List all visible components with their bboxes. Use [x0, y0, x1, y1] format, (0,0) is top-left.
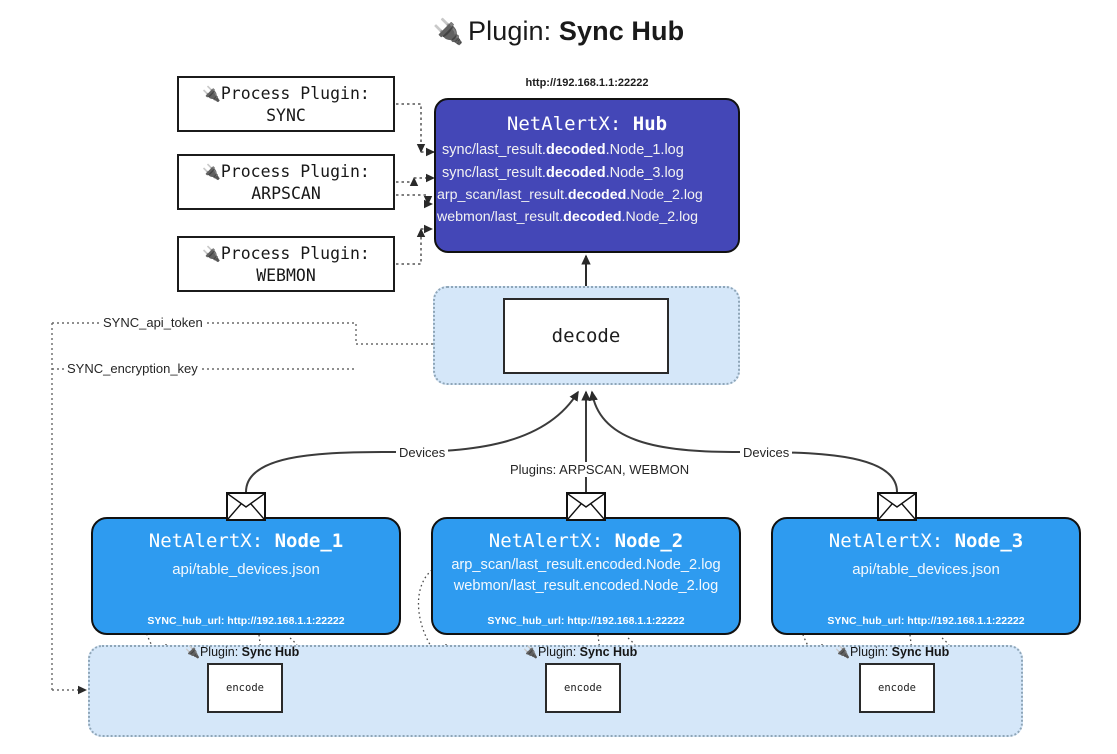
envelope-icon — [877, 492, 917, 521]
node-box-node-3[interactable]: NetAlertX: Node_3 api/table_devices.json… — [771, 517, 1081, 635]
node-title: NetAlertX: Node_1 — [148, 530, 344, 552]
process-plugin-name: ARPSCAN — [251, 184, 321, 204]
envelope-icon — [226, 492, 266, 521]
page-title-prefix: Plugin: — [468, 16, 559, 46]
page-title: 🔌Plugin: Sync Hub — [0, 16, 1117, 47]
process-plugin-name: SYNC — [266, 106, 306, 126]
envelope-icon — [566, 492, 606, 521]
wire-label-sync-api-token: SYNC_api_token — [100, 315, 206, 330]
encode-box-2[interactable]: encode — [545, 663, 621, 713]
hub-title-name: Hub — [632, 113, 668, 135]
connector-label-devices-left: Devices — [396, 445, 449, 460]
plug-icon: 🔌 — [202, 164, 221, 181]
process-plugin-header: 🔌Process Plugin: — [202, 84, 370, 103]
node-box-node-1[interactable]: NetAlertX: Node_1 api/table_devices.json… — [91, 517, 401, 635]
wire-label-sync-encryption-key: SYNC_encryption_key — [64, 361, 201, 376]
connector-label-devices-right: Devices — [740, 445, 793, 460]
plug-icon: 🔌 — [185, 645, 200, 659]
node-log-line: webmon/last_result.encoded.Node_2.log — [453, 578, 719, 594]
process-plugin-box-webmon[interactable]: 🔌Process Plugin: WEBMON — [177, 236, 395, 292]
hub-log-line: sync/last_result.decoded.Node_3.log — [442, 164, 684, 181]
plug-icon: 🔌 — [202, 246, 221, 263]
node-log-line: api/table_devices.json — [852, 561, 1000, 578]
node-log-line: arp_scan/last_result.encoded.Node_2.log — [451, 557, 721, 573]
node-title: NetAlertX: Node_3 — [828, 530, 1024, 552]
page-title-name: Sync Hub — [558, 16, 685, 46]
hub-log-line: webmon/last_result.decoded.Node_2.log — [437, 209, 699, 226]
process-plugin-box-sync[interactable]: 🔌Process Plugin: SYNC — [177, 76, 395, 132]
hub-title-prefix: NetAlertX: — [506, 113, 633, 135]
node-footer: SYNC_hub_url: http://192.168.1.1:22222 — [827, 615, 1025, 627]
encode-box-1[interactable]: encode — [207, 663, 283, 713]
node-footer: SYNC_hub_url: http://192.168.1.1:22222 — [147, 615, 345, 627]
plug-icon: 🔌 — [202, 86, 221, 103]
process-plugin-box-arpscan[interactable]: 🔌Process Plugin: ARPSCAN — [177, 154, 395, 210]
decode-box[interactable]: decode — [503, 298, 669, 374]
process-plugin-header: 🔌Process Plugin: — [202, 162, 370, 181]
process-plugin-header: 🔌Process Plugin: — [202, 244, 370, 263]
process-plugin-name: WEBMON — [256, 266, 316, 286]
plug-icon: 🔌 — [432, 18, 465, 46]
encode-plugin-label-2: 🔌Plugin: Sync Hub — [523, 645, 638, 659]
hub-log-line: sync/last_result.decoded.Node_1.log — [442, 142, 684, 158]
node-title: NetAlertX: Node_2 — [488, 530, 684, 552]
connector-label-plugins: Plugins: ARPSCAN, WEBMON — [507, 462, 693, 477]
hub-log-line: arp_scan/last_result.decoded.Node_2.log — [437, 187, 703, 203]
envelope-glyph — [878, 493, 916, 520]
node-box-node-2[interactable]: NetAlertX: Node_2 arp_scan/last_result.e… — [431, 517, 741, 635]
plug-icon: 🔌 — [523, 645, 538, 659]
encode-plugin-label-3: 🔌Plugin: Sync Hub — [835, 645, 950, 659]
envelope-glyph — [567, 493, 605, 520]
node-log-line: api/table_devices.json — [172, 561, 320, 578]
node-footer: SYNC_hub_url: http://192.168.1.1:22222 — [487, 615, 685, 627]
encode-box-3[interactable]: encode — [859, 663, 935, 713]
envelope-glyph — [227, 493, 265, 520]
hub-title: NetAlertX: Hub — [436, 113, 738, 135]
plug-icon: 🔌 — [835, 645, 850, 659]
encode-plugin-label-1: 🔌Plugin: Sync Hub — [185, 645, 300, 659]
hub-url-label: http://192.168.1.1:22222 — [525, 77, 649, 89]
hub-box[interactable]: NetAlertX: Hub sync/last_result.decoded.… — [434, 98, 740, 253]
